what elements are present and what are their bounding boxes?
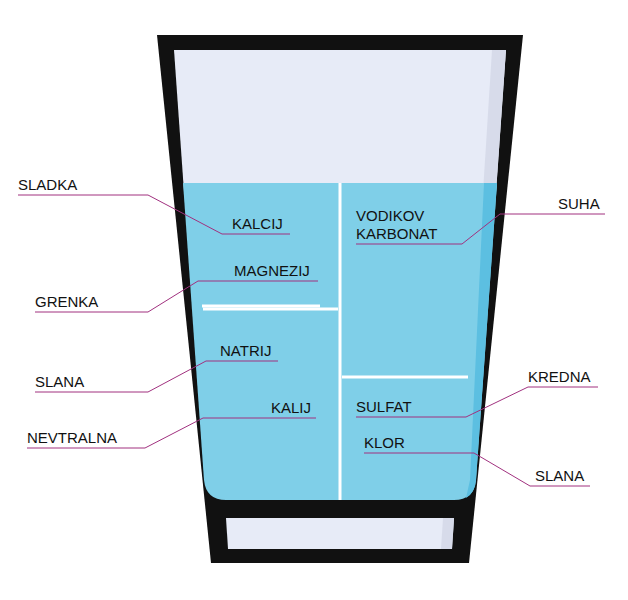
mineral-label: VODIKOV KARBONAT [356,207,468,243]
taste-label: SLANA [35,373,84,391]
taste-label: GRENKA [35,293,98,311]
water [183,183,497,500]
water-region: VODIKOV KARBONAT [342,185,482,375]
mineral-label: SULFAT [356,398,412,416]
water-region: NATRIJ KALIJ [205,311,338,498]
taste-label: SLADKA [18,176,77,194]
water-region: SULFAT KLOR [342,379,467,498]
water-shine [466,183,497,498]
glass-shine [483,50,506,192]
taste-label: KREDNA [528,368,591,386]
leader-lines [18,195,605,486]
glass-outline [157,35,523,563]
dividers [202,183,468,500]
taste-label: SUHA [558,195,600,213]
mineral-label: KLOR [364,434,405,452]
glass-air [174,50,506,192]
mineral-label: NATRIJ [220,342,271,360]
water-region: KALCIJ MAGNEZIJ [195,185,338,304]
glass-base [226,518,454,549]
mineral-label: KALCIJ [232,215,283,233]
mineral-label: KALIJ [271,399,311,417]
taste-label: SLANA [535,467,584,485]
mineral-label: MAGNEZIJ [234,262,310,280]
glass-base-shine [441,518,454,549]
taste-label: NEVTRALNA [27,429,117,447]
